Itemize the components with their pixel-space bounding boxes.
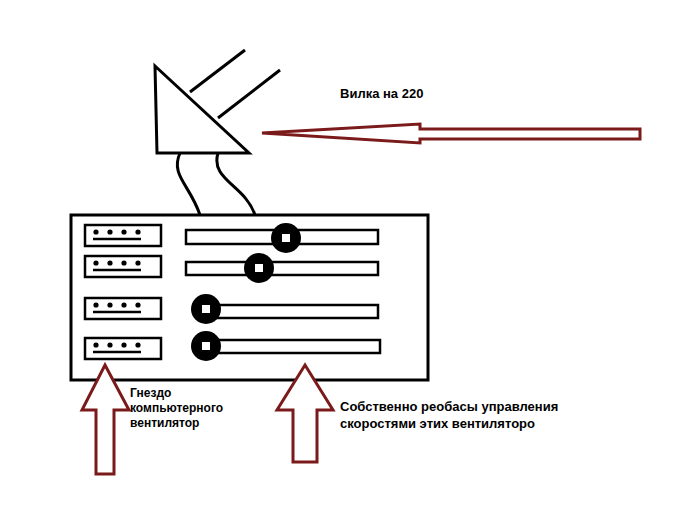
power-plug [155, 50, 280, 215]
fan-socket [85, 298, 161, 319]
pointer-arrow [82, 365, 129, 474]
socket-pin [93, 229, 98, 234]
socket-pin [107, 229, 112, 234]
socket-pin [93, 342, 98, 347]
socket-pin [121, 302, 126, 307]
slider-knobs [191, 223, 301, 361]
socket-pin [93, 302, 98, 307]
socket-pin [121, 342, 126, 347]
socket-bar [93, 351, 141, 354]
socket-pin [135, 302, 140, 307]
fan-sockets [85, 225, 161, 359]
socket-pin [135, 260, 140, 265]
socket-label: Гнездо компьютерного вентилятор [130, 386, 242, 431]
socket-bar [93, 311, 141, 314]
socket-pin [121, 229, 126, 234]
socket-pin [107, 342, 112, 347]
slider-label: Собственно реобасы управления скоростями… [340, 398, 612, 432]
socket-bar [93, 269, 141, 272]
plug-label: Вилка на 220 [340, 86, 540, 102]
socket-pin [135, 342, 140, 347]
socket-pin [107, 260, 112, 265]
fan-socket [85, 338, 161, 359]
reobas-housing [71, 215, 428, 380]
socket-pin [121, 260, 126, 265]
socket-pin [93, 260, 98, 265]
fan-socket [85, 256, 161, 277]
socket-pin [107, 302, 112, 307]
socket-bar [93, 238, 141, 241]
pointer-arrow [277, 365, 333, 462]
fan-socket [85, 225, 161, 246]
socket-pin [135, 229, 140, 234]
pointer-arrow [262, 124, 640, 143]
